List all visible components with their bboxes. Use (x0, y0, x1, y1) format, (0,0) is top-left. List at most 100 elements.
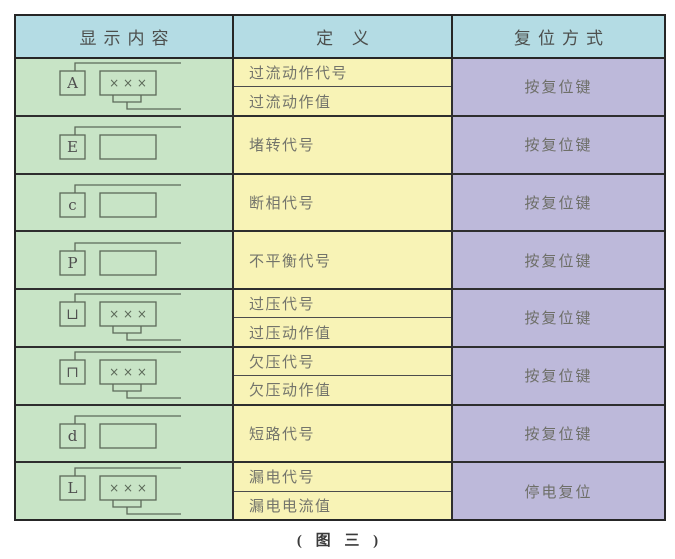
table-row: ⊔ × × × 过压代号过压动作值按复位键 (16, 288, 664, 346)
display-content-cell: ⊔ × × × (16, 290, 232, 346)
code-glyph: ⊓ (66, 363, 79, 381)
code-glyph: P (67, 254, 77, 272)
pointer-line-top (74, 293, 181, 303)
code-box (59, 474, 86, 501)
code-box (59, 301, 86, 328)
table-row: c 断相代号 按复位键 (16, 172, 664, 231)
definition-text: 过压动作值 (234, 317, 451, 345)
display-content-cell: E (16, 116, 232, 173)
definition-text: 过压代号 (249, 296, 316, 314)
table-row: A × × × 过流动作代号过流动作值按复位键 (16, 59, 664, 115)
code-glyph: ⊔ (66, 305, 79, 323)
table-header-row: 显示内容 定 义 复位方式 (16, 16, 664, 59)
header-display-content: 显示内容 (79, 29, 176, 48)
definition-text: 漏电电流值 (234, 490, 451, 519)
code-glyph: c (68, 196, 76, 214)
display-content-cell: c (16, 174, 232, 231)
definition-text: 欠压动作值 (234, 375, 451, 403)
code-box (59, 134, 86, 160)
display-diagram: L× × × (59, 466, 181, 515)
display-content-cell: P (16, 232, 232, 288)
definition-text: 堵转代号 (249, 137, 316, 155)
code-box (59, 192, 86, 218)
code-glyph: L (68, 479, 78, 497)
code-box (59, 423, 86, 449)
definition-cell: 过压代号过压动作值 (232, 290, 451, 346)
value-box (99, 249, 157, 276)
display-content-cell: A × × × (16, 59, 232, 115)
definition-text: 断相代号 (249, 194, 316, 212)
reset-method-cell: 停电复位 (451, 463, 664, 519)
value-tab (112, 499, 142, 508)
pointer-line-top (74, 351, 181, 361)
definition-text: 过流动作值 (234, 86, 451, 114)
header-definition: 定 义 (232, 16, 451, 57)
definition-cell: 漏电代号漏电电流值 (232, 463, 451, 519)
table-row: P 不平衡代号 按复位键 (16, 230, 664, 288)
value-box (99, 70, 157, 97)
reset-method-cell: 按复位键 (451, 232, 664, 288)
table-row: d 短路代号 按复位键 (16, 403, 664, 462)
value-digits: × × × (109, 365, 147, 379)
definition-text: 漏电代号 (249, 469, 316, 487)
code-glyph: A (66, 74, 78, 92)
display-diagram: d (59, 415, 181, 449)
value-box (99, 423, 157, 449)
value-digits: × × × (109, 76, 147, 90)
table-row: ⊓ × × × 欠压代号欠压动作值按复位键 (16, 345, 664, 404)
pointer-line-bottom (126, 102, 181, 111)
display-diagram: A × × × (59, 62, 181, 111)
value-tab (112, 95, 142, 104)
display-content-cell: L× × × (16, 463, 232, 519)
definition-text: 短路代号 (249, 425, 316, 443)
value-tab (112, 326, 142, 335)
reset-method-cell: 按复位键 (451, 347, 664, 404)
pointer-line-top (74, 184, 181, 193)
definition-cell: 过流动作代号过流动作值 (232, 59, 451, 115)
code-glyph: E (67, 138, 78, 156)
reset-method-cell: 按复位键 (451, 290, 664, 346)
display-diagram: P (59, 241, 181, 276)
value-digits: × × × (109, 307, 147, 321)
reset-method-cell: 按复位键 (451, 405, 664, 462)
header-reset-method: 复位方式 (451, 16, 664, 57)
definition-text: 欠压代号 (249, 353, 316, 371)
table-row: L× × × 漏电代号漏电电流值停电复位 (16, 461, 664, 519)
definition-cell: 短路代号 (232, 405, 451, 462)
display-diagram: E (59, 126, 181, 160)
definition-text: 不平衡代号 (249, 252, 332, 270)
pointer-line-top (74, 126, 181, 136)
reset-method-cell: 按复位键 (451, 59, 664, 115)
pointer-line-bottom (126, 506, 181, 515)
definition-cell: 堵转代号 (232, 116, 451, 173)
value-box (99, 301, 157, 328)
code-box (59, 359, 86, 385)
definition-cell: 断相代号 (232, 174, 451, 231)
display-diagram: ⊔ × × × (59, 293, 181, 342)
definition-cell: 不平衡代号 (232, 232, 451, 288)
reset-method-cell: 按复位键 (451, 174, 664, 231)
reset-method-cell: 按复位键 (451, 116, 664, 173)
value-box (99, 192, 157, 218)
value-box (99, 134, 157, 160)
display-diagram: ⊓ × × × (59, 351, 181, 399)
pointer-line-top (74, 241, 181, 251)
display-diagram: c (59, 184, 181, 218)
display-content-cell: d (16, 405, 232, 462)
definition-cell: 欠压代号欠压动作值 (232, 347, 451, 404)
pointer-line-bottom (126, 391, 181, 399)
display-content-cell: ⊓ × × × (16, 347, 232, 404)
definition-text: 过流动作代号 (249, 65, 349, 83)
pointer-line-top (74, 415, 181, 424)
code-glyph: d (68, 427, 78, 445)
value-box (99, 359, 157, 385)
figure-caption: ( 图 三 ) (296, 533, 384, 549)
pointer-line-top (74, 62, 181, 72)
code-box (59, 70, 86, 97)
code-box (59, 249, 86, 276)
table-row: E 堵转代号 按复位键 (16, 114, 664, 173)
value-box (99, 474, 157, 501)
value-tab (112, 384, 142, 392)
